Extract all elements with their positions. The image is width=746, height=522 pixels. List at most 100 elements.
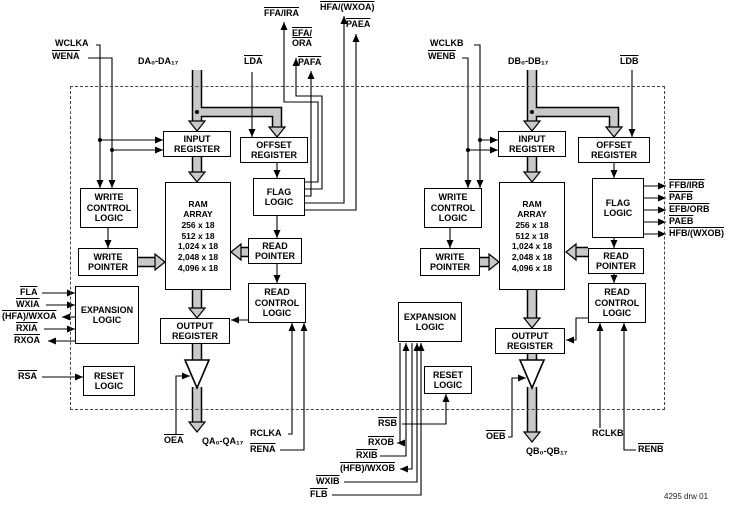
bus-arrowhead bbox=[187, 120, 207, 132]
wire bbox=[88, 57, 116, 188]
block-write-control-logic-b: WRITE CONTROL LOGIC bbox=[424, 188, 482, 228]
bus-arrowhead bbox=[522, 431, 542, 443]
bus-arrowhead bbox=[565, 242, 577, 262]
signal-wclka: WCLKA bbox=[55, 38, 89, 48]
signal-qa0-qa17: QA₀-QA₁₇ bbox=[202, 436, 244, 446]
signal-rclka: RCLKA bbox=[250, 428, 282, 438]
bus-arrowhead bbox=[267, 126, 287, 138]
signal-ffa-ira: FFA/IRA bbox=[264, 8, 299, 18]
wire bbox=[305, 34, 360, 211]
block-offset-register-b: OFFSET REGISTER bbox=[578, 137, 650, 163]
signal-qb0-qb17: QB₀-QB₁₇ bbox=[526, 446, 568, 456]
signal-ffb-irb: FFB/IRB bbox=[669, 180, 705, 190]
signal-rxob: RXOB bbox=[368, 437, 395, 447]
signal-ldb: LDB bbox=[620, 56, 639, 66]
signal-wxia: WXIA bbox=[16, 299, 40, 309]
junction-dot bbox=[110, 148, 114, 152]
signal-hfb-wxob-side: HFB/(WXOB) bbox=[669, 228, 724, 238]
wire bbox=[175, 372, 190, 434]
block-output-register-b: OUTPUT REGISTER bbox=[495, 328, 565, 354]
signal-rsa: RSA bbox=[18, 371, 38, 381]
wire bbox=[305, 16, 348, 204]
signal-rxia: RXIA bbox=[16, 323, 38, 333]
block-read-control-logic-b: READ CONTROL LOGIC bbox=[588, 283, 646, 323]
block-reset-logic-b: RESET LOGIC bbox=[424, 366, 472, 394]
bus-arrowhead bbox=[522, 317, 542, 329]
bus bbox=[197, 108, 281, 127]
wire bbox=[305, 71, 315, 197]
block-expansion-logic-b: EXPANSION LOGIC bbox=[398, 302, 462, 342]
bus-arrowhead bbox=[522, 120, 542, 132]
wire bbox=[620, 323, 636, 451]
signal-hfa-wxoa-top: HFA/(WXOA) bbox=[320, 2, 375, 12]
wire bbox=[344, 343, 421, 483]
signal-wxib: WXIB bbox=[316, 476, 340, 486]
junction-dot bbox=[530, 110, 534, 114]
wire bbox=[288, 323, 296, 435]
junction-dot bbox=[478, 138, 482, 142]
signal-renb: RENB bbox=[638, 444, 664, 454]
bus-arrowhead bbox=[522, 171, 542, 183]
bus-arrowhead bbox=[604, 126, 624, 138]
wire bbox=[400, 343, 413, 473]
wire bbox=[508, 374, 526, 438]
block-input-register-b: INPUT REGISTER bbox=[498, 131, 566, 157]
block-output-register-a: OUTPUT REGISTER bbox=[160, 318, 230, 344]
wire bbox=[380, 343, 410, 457]
bus bbox=[532, 108, 618, 127]
bus-arrowhead bbox=[187, 421, 207, 433]
junction-dot bbox=[98, 138, 102, 142]
block-input-register-a: INPUT REGISTER bbox=[163, 131, 231, 157]
signal-rxib: RXIB bbox=[356, 450, 378, 460]
signal-rena: RENA bbox=[250, 444, 276, 454]
signal-fla: FLA bbox=[20, 287, 38, 297]
wire bbox=[280, 323, 308, 451]
wire bbox=[292, 58, 323, 190]
signal-da0-da17: DA₀-DA₁₇ bbox=[138, 56, 179, 66]
signal-paea: PAEA bbox=[346, 19, 371, 29]
junction-dot bbox=[195, 110, 199, 114]
wire bbox=[397, 343, 405, 447]
signal-wenb: WENB bbox=[428, 51, 456, 61]
block-write-pointer-a: WRITE POINTER bbox=[78, 248, 138, 276]
chip-boundary bbox=[70, 86, 665, 410]
signal-db0-db17: DB₀-DB₁₇ bbox=[508, 56, 549, 66]
signal-pafb: PAFB bbox=[669, 192, 693, 202]
bus-arrowhead bbox=[187, 171, 207, 183]
output-buffer-b bbox=[518, 359, 546, 391]
block-write-control-logic-a: WRITE CONTROL LOGIC bbox=[80, 188, 138, 228]
signal-rxoa: RXOA bbox=[14, 335, 41, 345]
wire bbox=[566, 317, 588, 344]
signal-oea: OEA bbox=[164, 435, 184, 445]
bus-arrowhead bbox=[154, 252, 166, 272]
block-write-pointer-b: WRITE POINTER bbox=[420, 248, 480, 276]
signal-hfb-wxob: (HFB)/WXOB bbox=[340, 463, 395, 473]
output-buffer-a bbox=[183, 359, 211, 391]
junction-dot bbox=[466, 148, 470, 152]
signal-hfa-wxoa: (HFA)/WXOA bbox=[2, 311, 57, 321]
block-ram-array-b: RAM ARRAY 256 x 18 512 x 18 1,024 x 18 2… bbox=[499, 182, 565, 290]
signal-efb-orb: EFB/ORB bbox=[669, 204, 710, 214]
signal-paeb: PAEB bbox=[669, 216, 694, 226]
signal-rclkb: RCLKB bbox=[592, 428, 624, 438]
signal-flb: FLB bbox=[310, 489, 328, 499]
block-read-control-logic-a: READ CONTROL LOGIC bbox=[248, 283, 306, 323]
signal-pafa: PAFA bbox=[298, 57, 322, 67]
drawing-number: 4295 drw 01 bbox=[664, 492, 709, 501]
block-flag-logic-a: FLAG LOGIC bbox=[253, 178, 305, 216]
block-flag-logic-b: FLAG LOGIC bbox=[592, 178, 644, 238]
block-ram-array-a: RAM ARRAY 256 x 18 512 x 18 1,024 x 18 2… bbox=[165, 182, 231, 290]
signal-efa-ora: EFA/ ORA bbox=[292, 28, 313, 48]
wire bbox=[462, 57, 472, 188]
signal-rsb: RSB bbox=[378, 418, 398, 428]
block-reset-logic-a: RESET LOGIC bbox=[83, 366, 135, 396]
wire bbox=[332, 343, 425, 496]
block-read-pointer-b: READ POINTER bbox=[588, 248, 644, 274]
block-read-pointer-a: READ POINTER bbox=[248, 238, 302, 264]
signal-wena: WENA bbox=[52, 51, 80, 61]
block-offset-register-a: OFFSET REGISTER bbox=[240, 137, 308, 163]
wire bbox=[280, 22, 319, 183]
block-expansion-logic-a: EXPANSION LOGIC bbox=[75, 286, 139, 344]
signal-lda: LDA bbox=[244, 56, 263, 66]
